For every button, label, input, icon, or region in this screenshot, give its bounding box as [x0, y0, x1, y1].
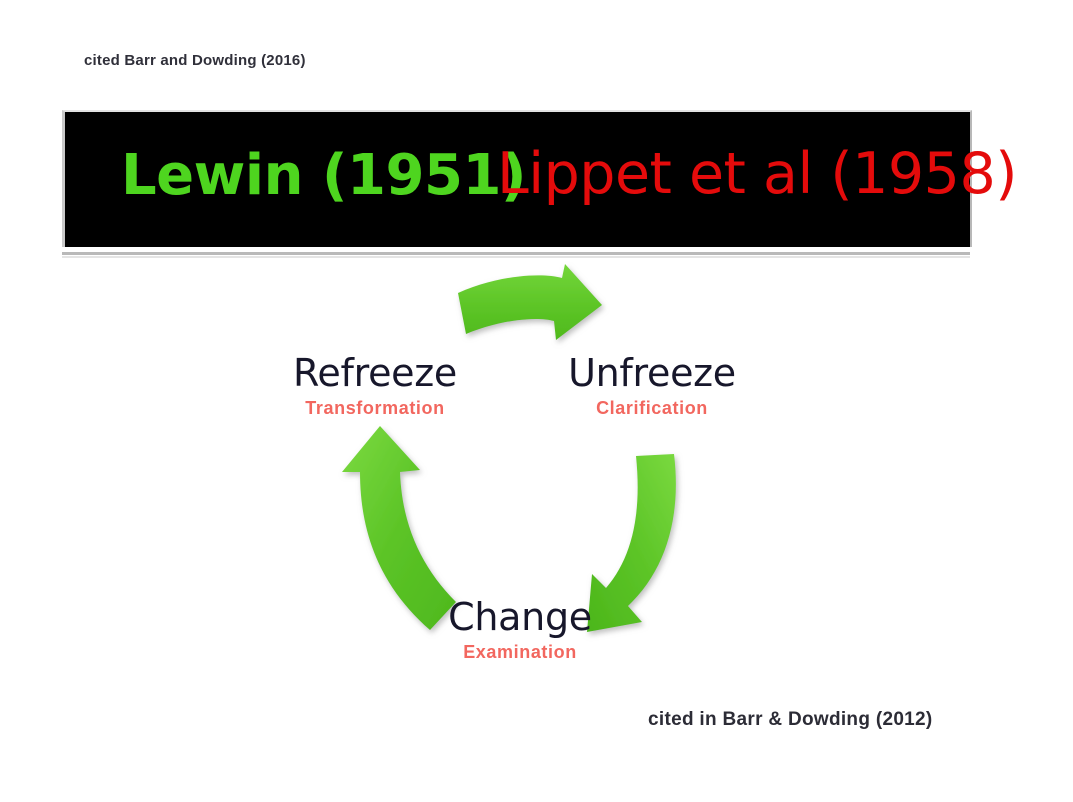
cycle-node-change-subtitle: Examination	[463, 641, 577, 662]
banner-title-lewin: Lewin (1951)	[121, 143, 527, 208]
bottom-citation: cited in Barr & Dowding (2012)	[648, 709, 933, 730]
arrow-refreeze-to-unfreeze-icon	[458, 264, 602, 340]
top-citation: cited Barr and Dowding (2016)	[84, 52, 306, 69]
title-banner: Lewin (1951) Lippet et al (1958)	[62, 110, 1017, 247]
banner-title-lippet: Lippet et al (1958)	[497, 141, 1017, 207]
cycle-node-refreeze: Refreeze Transformation	[245, 351, 505, 419]
change-cycle-diagram: Refreeze Transformation Unfreeze Clarifi…	[250, 258, 810, 688]
cycle-node-unfreeze-subtitle: Clarification	[596, 397, 708, 418]
cycle-node-unfreeze-title: Unfreeze	[568, 351, 736, 395]
banner-underline-highlight	[62, 256, 970, 258]
cycle-node-refreeze-subtitle: Transformation	[305, 397, 445, 418]
cycle-node-change-title: Change	[448, 595, 592, 639]
arrow-unfreeze-to-change-icon	[587, 454, 676, 632]
arrow-change-to-refreeze-icon	[342, 426, 456, 630]
banner-underline	[62, 252, 970, 255]
cycle-node-refreeze-title: Refreeze	[293, 351, 457, 395]
cycle-node-unfreeze: Unfreeze Clarification	[522, 351, 782, 419]
cycle-node-change: Change Examination	[390, 595, 650, 663]
